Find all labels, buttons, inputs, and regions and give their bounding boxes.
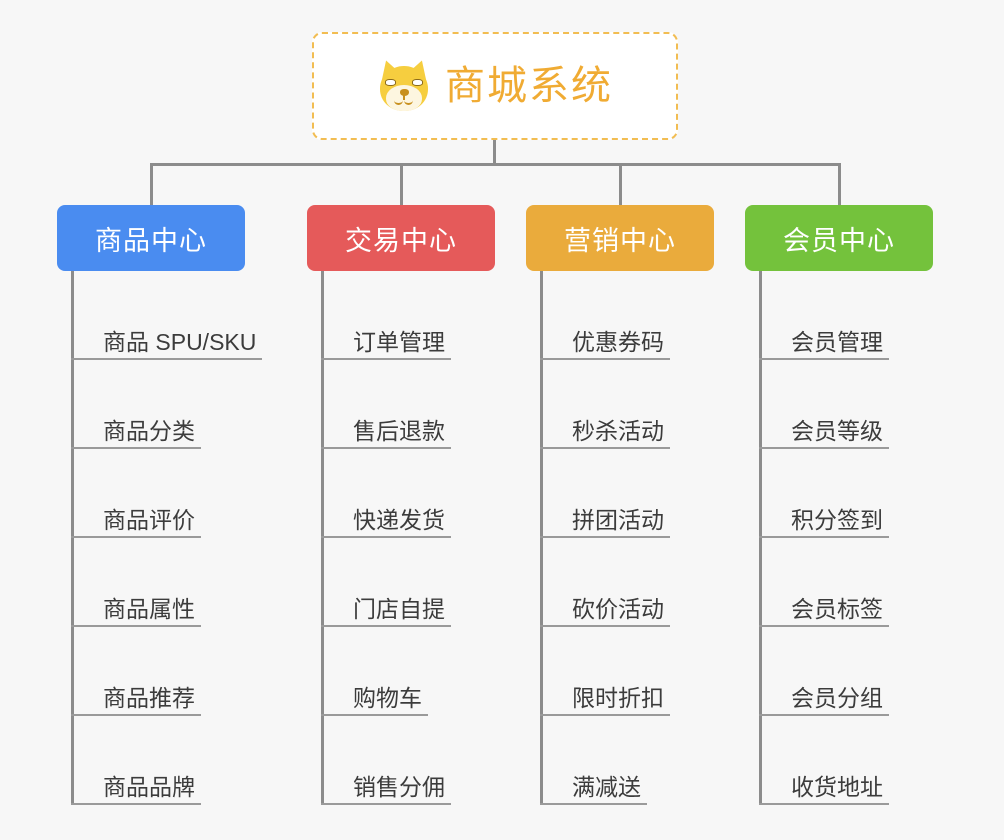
leaf-item-label: 商品属性: [103, 595, 195, 622]
category-items-2: 订单管理售后退款快递发货门店自提购物车销售分佣: [321, 271, 495, 805]
leaf-item-label: 商品评价: [103, 506, 195, 533]
leaf-item[interactable]: 商品分类: [71, 360, 256, 449]
leaf-item[interactable]: 拼团活动: [540, 449, 714, 538]
leaf-item[interactable]: 商品属性: [71, 538, 256, 627]
leaf-item-underline: [540, 714, 670, 716]
leaf-item-label: 门店自提: [353, 595, 445, 622]
leaf-item-label: 积分签到: [791, 506, 883, 533]
leaf-item[interactable]: 售后退款: [321, 360, 495, 449]
leaf-item-underline: [759, 803, 889, 805]
leaf-item[interactable]: 秒杀活动: [540, 360, 714, 449]
category-header-2[interactable]: 交易中心: [307, 205, 495, 271]
leaf-item[interactable]: 积分签到: [759, 449, 933, 538]
leaf-item-underline: [540, 536, 670, 538]
leaf-item-label: 售后退款: [353, 417, 445, 444]
leaf-item[interactable]: 会员分组: [759, 627, 933, 716]
leaf-item-underline: [759, 447, 889, 449]
category-column-2: 交易中心订单管理售后退款快递发货门店自提购物车销售分佣: [307, 205, 495, 805]
leaf-item-underline: [71, 536, 201, 538]
shiba-dog-emoji-icon: [375, 57, 433, 113]
connector-spine-3: [540, 271, 543, 805]
leaf-item-label: 商品分类: [103, 417, 195, 444]
connector-drop-4: [838, 163, 841, 207]
root-title: 商城系统: [445, 64, 613, 108]
leaf-item[interactable]: 订单管理: [321, 271, 495, 360]
leaf-item-underline: [321, 447, 451, 449]
leaf-item[interactable]: 商品品牌: [71, 716, 256, 805]
root-node-商城系统[interactable]: 商城系统: [312, 32, 678, 140]
category-items-3: 优惠券码秒杀活动拼团活动砍价活动限时折扣满减送: [540, 271, 714, 805]
connector-drop-1: [150, 163, 153, 207]
category-items-1: 商品 SPU/SKU 商品分类商品评价商品属性商品推荐商品品牌: [71, 271, 262, 805]
leaf-item-underline: [321, 714, 428, 716]
category-header-3[interactable]: 营销中心: [526, 205, 714, 271]
leaf-item[interactable]: 优惠券码: [540, 271, 714, 360]
leaf-item[interactable]: 砍价活动: [540, 538, 714, 627]
leaf-item[interactable]: 销售分佣: [321, 716, 495, 805]
leaf-item-underline: [71, 714, 201, 716]
leaf-item-label: 限时折扣: [572, 684, 664, 711]
category-column-1: 商品中心商品 SPU/SKU 商品分类商品评价商品属性商品推荐商品品牌: [57, 205, 262, 805]
leaf-item-label: 秒杀活动: [572, 417, 664, 444]
category-header-1[interactable]: 商品中心: [57, 205, 245, 271]
leaf-item-underline: [540, 803, 647, 805]
leaf-item[interactable]: 门店自提: [321, 538, 495, 627]
category-column-4: 会员中心会员管理会员等级积分签到会员标签会员分组收货地址: [745, 205, 933, 805]
category-column-3: 营销中心优惠券码秒杀活动拼团活动砍价活动限时折扣满减送: [526, 205, 714, 805]
leaf-item[interactable]: 限时折扣: [540, 627, 714, 716]
leaf-item-label: 快递发货: [353, 506, 445, 533]
leaf-item[interactable]: 会员管理: [759, 271, 933, 360]
leaf-item-underline: [71, 447, 201, 449]
leaf-item-label: 销售分佣: [353, 773, 445, 800]
leaf-item-underline: [759, 714, 889, 716]
connector-spine-2: [321, 271, 324, 805]
connector-drop-2: [400, 163, 403, 207]
leaf-item-label: 商品品牌: [103, 773, 195, 800]
leaf-item-label: 满减送: [572, 773, 641, 800]
leaf-item[interactable]: 会员标签: [759, 538, 933, 627]
leaf-item-label: 优惠券码: [572, 328, 664, 355]
leaf-item[interactable]: 收货地址: [759, 716, 933, 805]
leaf-item-underline: [759, 625, 889, 627]
leaf-item[interactable]: 商品推荐: [71, 627, 256, 716]
leaf-item-underline: [321, 803, 451, 805]
leaf-item[interactable]: 商品评价: [71, 449, 256, 538]
connector-root-stem: [493, 140, 496, 165]
leaf-item-label: 购物车: [353, 684, 422, 711]
leaf-item-underline: [759, 536, 889, 538]
leaf-item-label: 会员等级: [791, 417, 883, 444]
connector-spine-1: [71, 271, 74, 805]
leaf-item[interactable]: 快递发货: [321, 449, 495, 538]
leaf-item-underline: [71, 803, 201, 805]
category-header-4[interactable]: 会员中心: [745, 205, 933, 271]
leaf-item-label: 会员分组: [791, 684, 883, 711]
leaf-item-underline: [321, 358, 451, 360]
leaf-item-label: 商品推荐: [103, 684, 195, 711]
leaf-item-underline: [321, 625, 451, 627]
leaf-item[interactable]: 商品 SPU/SKU: [71, 271, 262, 360]
connector-horizontal-bus: [150, 163, 840, 166]
connector-spine-4: [759, 271, 762, 805]
category-items-4: 会员管理会员等级积分签到会员标签会员分组收货地址: [759, 271, 933, 805]
leaf-item-underline: [540, 625, 670, 627]
leaf-item-label: 订单管理: [353, 328, 445, 355]
leaf-item-underline: [540, 447, 670, 449]
leaf-item-label: 拼团活动: [572, 506, 664, 533]
leaf-item[interactable]: 会员等级: [759, 360, 933, 449]
leaf-item-label: 商品 SPU/SKU: [103, 328, 257, 355]
leaf-item-label: 会员标签: [791, 595, 883, 622]
connector-drop-3: [619, 163, 622, 207]
leaf-item-label: 砍价活动: [572, 595, 664, 622]
leaf-item-label: 会员管理: [791, 328, 883, 355]
leaf-item-underline: [540, 358, 670, 360]
leaf-item[interactable]: 购物车: [321, 627, 495, 716]
leaf-item-label: 收货地址: [791, 773, 883, 800]
leaf-item[interactable]: 满减送: [540, 716, 714, 805]
leaf-item-underline: [71, 358, 262, 360]
leaf-item-underline: [759, 358, 889, 360]
leaf-item-underline: [321, 536, 451, 538]
leaf-item-underline: [71, 625, 201, 627]
